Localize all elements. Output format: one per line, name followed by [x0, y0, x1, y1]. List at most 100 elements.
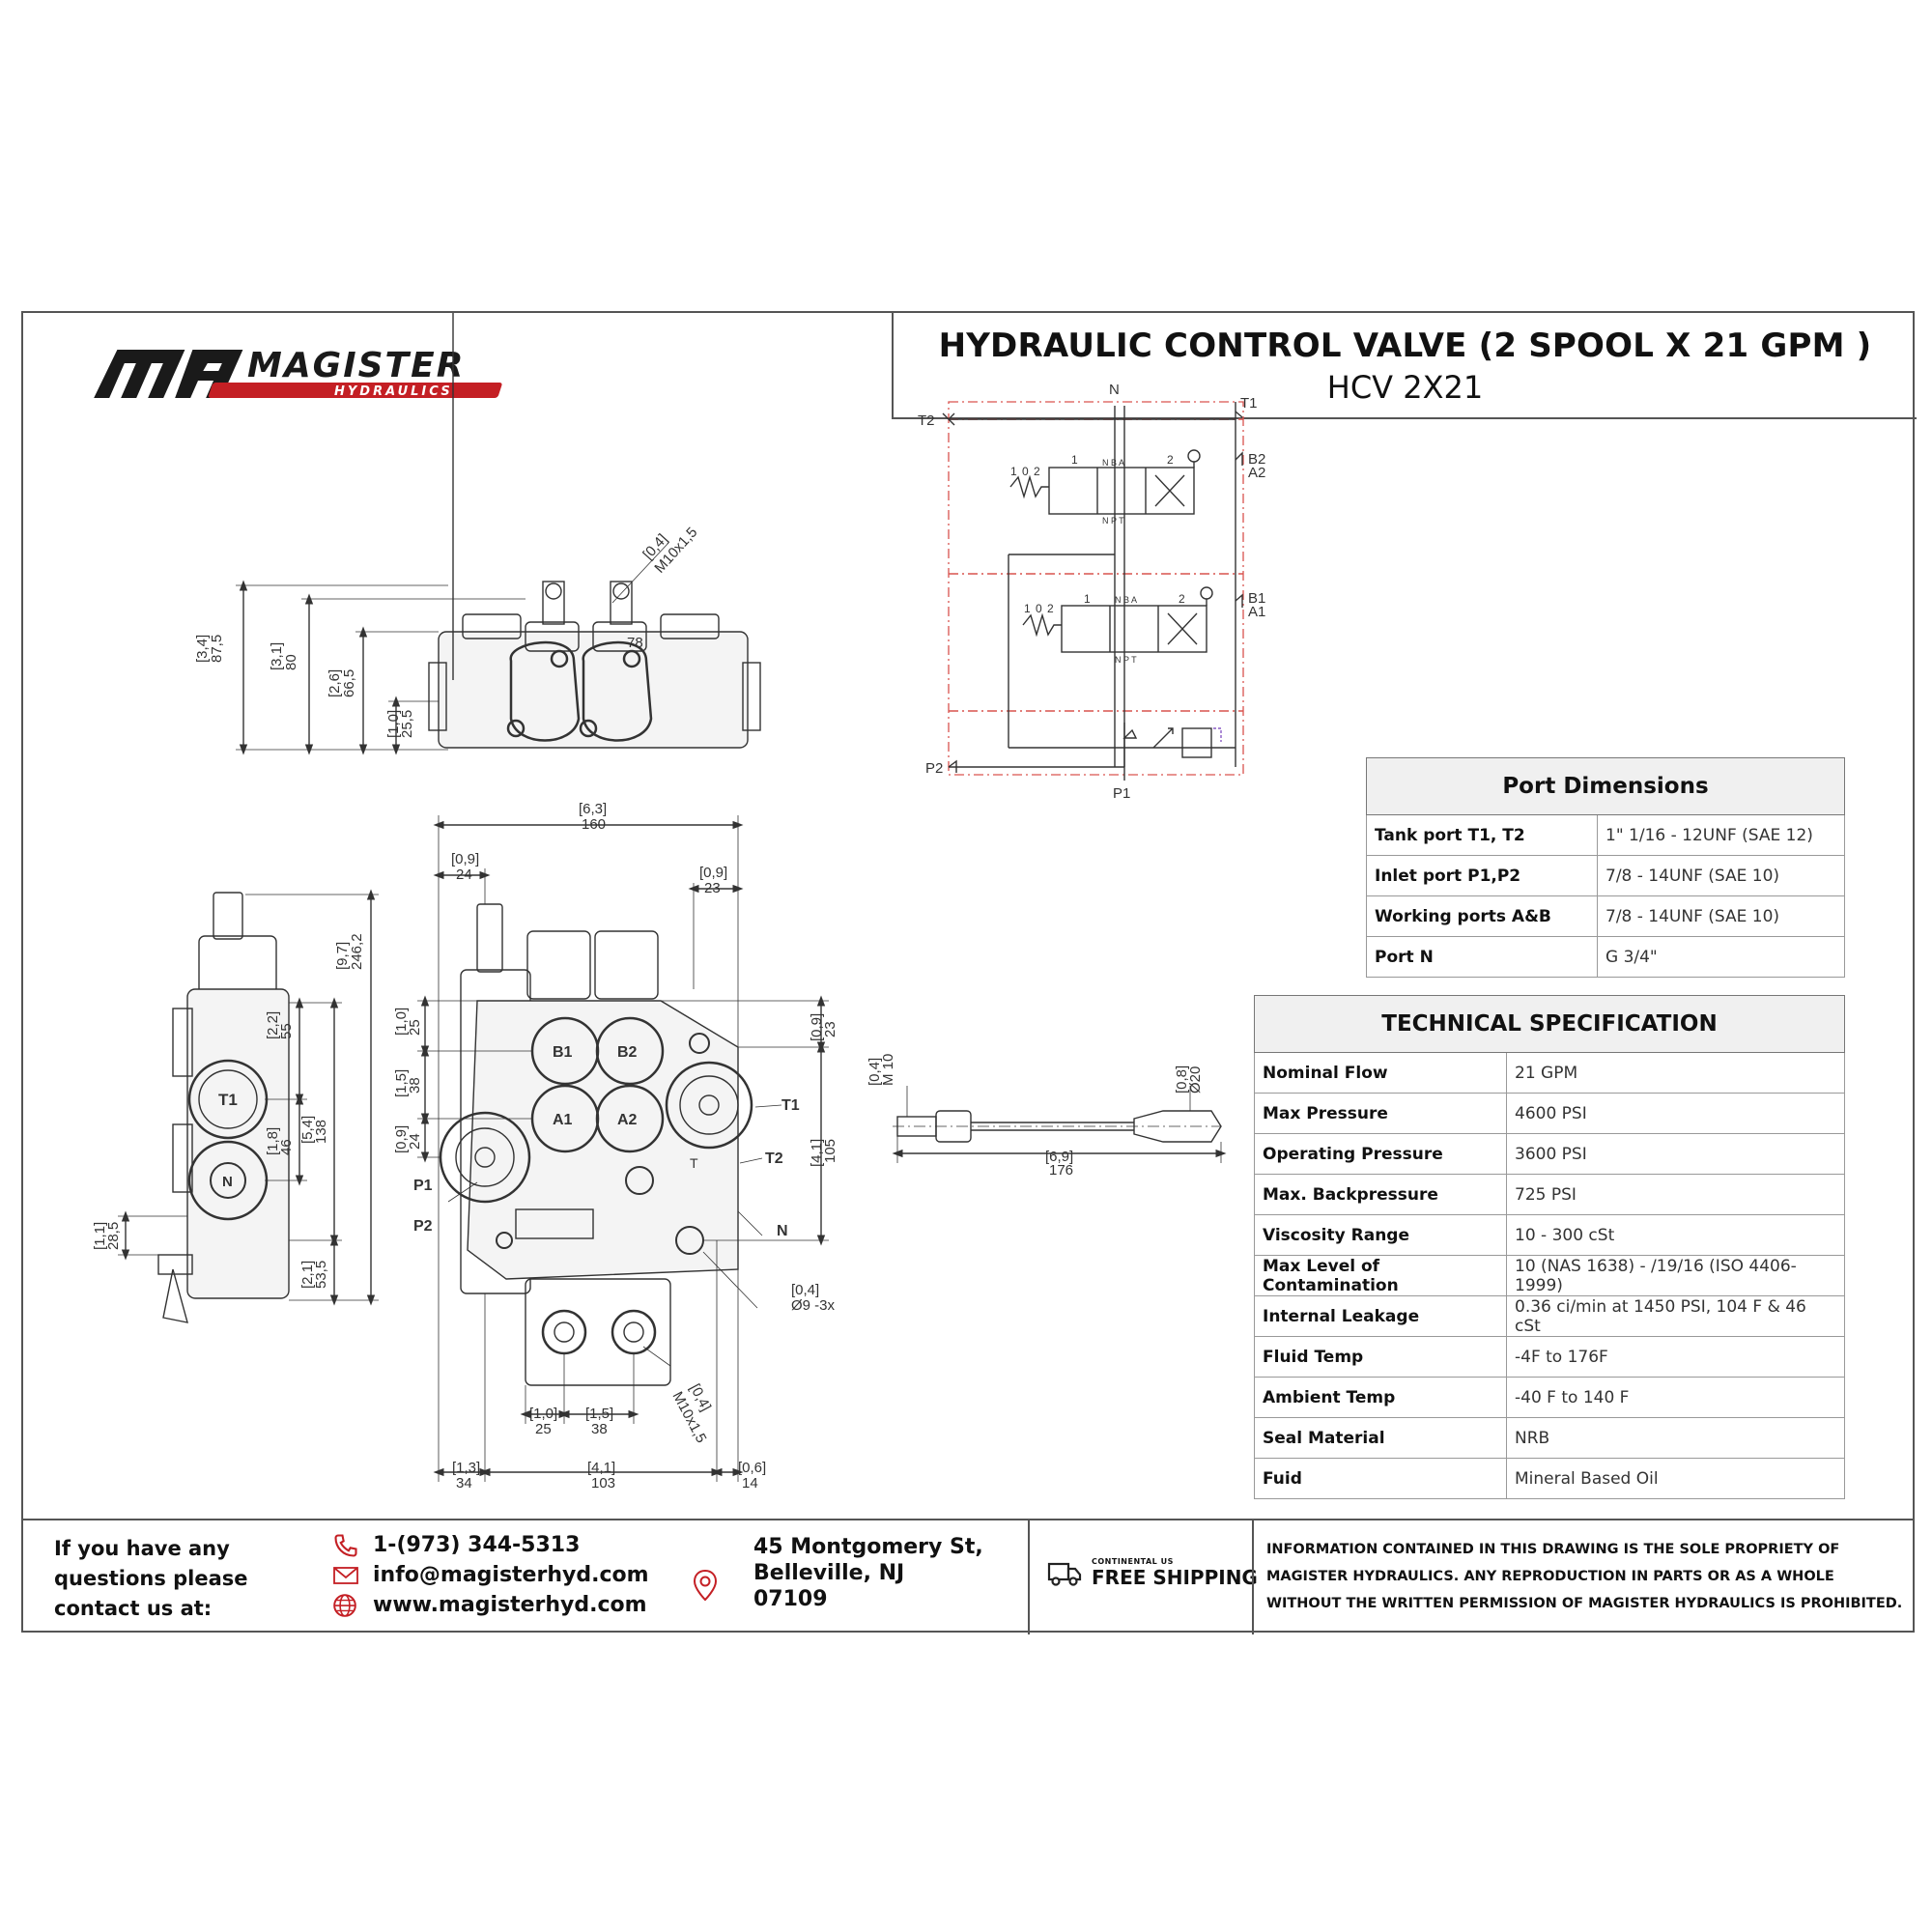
magister-logo: MAGISTER HYDRAULICS	[94, 346, 502, 399]
dim-main-04in-hole: [0,4]	[791, 1282, 819, 1298]
sch-a1: A1	[1248, 604, 1265, 620]
port-t1: T1	[781, 1097, 800, 1114]
sch-pos-1a: 1	[1010, 465, 1017, 478]
footer-divider	[1252, 1520, 1254, 1634]
dim-front-31in: [3,1]	[269, 642, 285, 670]
port-p1: P1	[413, 1178, 433, 1194]
phone-link[interactable]: 1-(973) 344-5313	[373, 1533, 581, 1557]
dim-main-09in-b: [0,9]	[699, 865, 727, 881]
dim-main-15in-b: [1,5]	[585, 1406, 613, 1422]
dim-main-41in-b: [4,1]	[587, 1460, 615, 1476]
port-t2: T2	[765, 1151, 783, 1167]
dim-main-63in: [6,3]	[579, 801, 607, 817]
sch-pos-1b: 1	[1024, 602, 1031, 615]
logo-sub: HYDRAULICS	[334, 384, 453, 399]
dim-main-103: 103	[591, 1475, 615, 1492]
free-shipping-badge: CONTINENTAL US FREE SHIPPING	[1047, 1557, 1258, 1589]
dim-lever-d20: Ø20	[1187, 1066, 1204, 1094]
port-n: N	[777, 1223, 788, 1239]
port-dimensions-title: Port Dimensions	[1366, 757, 1845, 815]
dim-front-25: 25,5	[399, 710, 415, 738]
port-b1: B1	[553, 1044, 573, 1061]
sch-ports-top-b: N B A	[1115, 595, 1137, 605]
sch-n: N	[1109, 382, 1120, 398]
footer-divider	[1028, 1520, 1030, 1634]
dim-main-hole: Ø9 -3x	[791, 1297, 836, 1314]
location-pin-icon	[693, 1569, 718, 1602]
dim-lever-04in: [0,4]	[867, 1058, 883, 1086]
sch-p1: P1	[1113, 785, 1130, 802]
dim-front-26in: [2,6]	[327, 669, 343, 697]
sch-t2: T2	[918, 412, 935, 429]
email-link[interactable]: info@magisterhyd.com	[373, 1563, 649, 1587]
dim-main-41in-r: [4,1]	[809, 1139, 825, 1167]
dim-main-24l: 24	[407, 1133, 423, 1150]
sch-pos-2a: 2	[1034, 465, 1040, 478]
dim-front-87: 87,5	[209, 635, 225, 663]
sch-t1: T1	[1240, 395, 1258, 412]
dim-main-23: 23	[704, 880, 721, 896]
dim-side-97in: [9,7]	[334, 942, 351, 970]
dim-front-80: 80	[283, 654, 299, 670]
title-block: HYDRAULIC CONTROL VALVE (2 SPOOL X 21 GP…	[892, 311, 1917, 419]
dim-main-09in-r: [0,9]	[809, 1013, 825, 1041]
truck-icon	[1047, 1562, 1082, 1586]
dim-main-06in: [0,6]	[738, 1460, 766, 1476]
dim-front-78: 78	[627, 635, 643, 651]
dim-side-138: 138	[313, 1120, 329, 1144]
website-link[interactable]: www.magisterhyd.com	[373, 1593, 647, 1617]
dim-front-66: 66,5	[341, 669, 357, 697]
legal-notice: INFORMATION CONTAINED IN THIS DRAWING IS…	[1266, 1542, 1903, 1611]
port-b2: B2	[617, 1044, 638, 1061]
hydraulic-schematic	[942, 401, 1244, 781]
sch-b1: B1	[1248, 590, 1265, 607]
sch-b2: B2	[1248, 451, 1265, 468]
dim-main-09in-l: [0,9]	[393, 1125, 410, 1153]
sch-pos-0b: 0	[1036, 602, 1042, 615]
side-view	[118, 889, 379, 1323]
tech-spec-title: TECHNICAL SPECIFICATION	[1254, 995, 1845, 1053]
sch-pos-0a: 0	[1022, 465, 1029, 478]
dim-main-38l: 38	[407, 1077, 423, 1094]
technical-drawing: 87,5 [3,4] 80 [3,1] 66,5 [2,6] 25,5 [1,0…	[92, 313, 1265, 1492]
sch-s1b: 1	[1084, 592, 1091, 606]
port-p2: P2	[413, 1218, 433, 1235]
contact-prompt: If you have any questions please contact…	[54, 1537, 248, 1620]
dim-main-25b: 25	[535, 1421, 552, 1437]
dim-main-15in-l: [1,5]	[393, 1069, 410, 1097]
dim-side-53: 53,5	[313, 1261, 329, 1289]
dim-main-13in: [1,3]	[452, 1460, 480, 1476]
front-view	[236, 313, 761, 755]
dim-main-14: 14	[742, 1475, 758, 1492]
dim-main-10in-b: [1,0]	[529, 1406, 557, 1422]
dim-main-160: 160	[582, 816, 606, 833]
address: 45 Montgomery St, Belleville, NJ 07109	[753, 1535, 983, 1611]
sch-ports-top-a: N B A	[1102, 458, 1124, 468]
port-t-mark: T	[690, 1155, 698, 1171]
drawing-sheet: MAGISTER HYDRAULICS HYDRAULIC CONTROL VA…	[21, 311, 1917, 1634]
dim-main-34: 34	[456, 1475, 472, 1492]
model-number: HCV 2X21	[1326, 369, 1484, 406]
sch-s1a: 1	[1071, 453, 1078, 467]
dim-main-09in-a: [0,9]	[451, 851, 479, 867]
lever-view	[892, 1086, 1227, 1163]
sch-s2a: 2	[1167, 453, 1174, 467]
dim-side-21in: [2,1]	[299, 1261, 316, 1289]
footer: If you have any questions please contact…	[23, 1519, 1913, 1634]
dim-side-246: 246,2	[349, 933, 365, 970]
dim-side-18in: [1,8]	[265, 1127, 281, 1155]
mail-icon	[332, 1562, 373, 1589]
dim-side-46: 46	[278, 1139, 295, 1155]
dim-front-34in: [3,4]	[194, 635, 211, 663]
dim-lever-69in: [6,9]	[1045, 1149, 1073, 1165]
